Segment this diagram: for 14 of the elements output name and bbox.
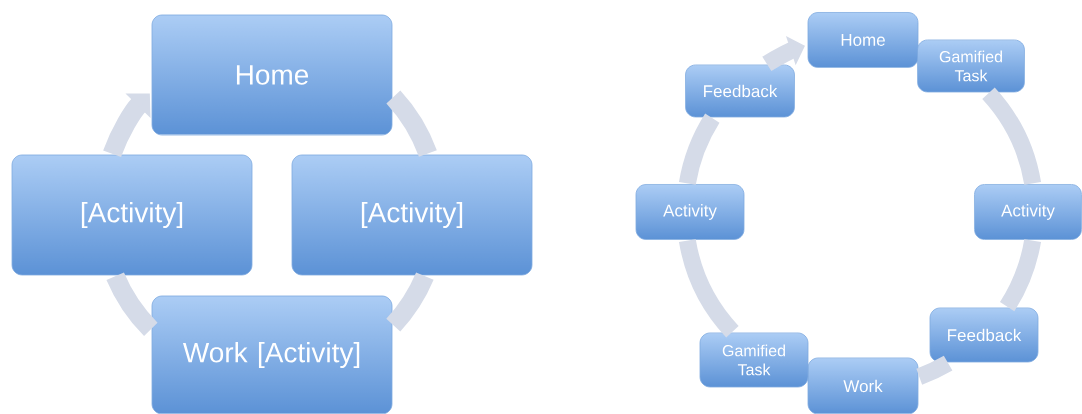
- process-box: Activity: [974, 184, 1082, 240]
- cycle-arrow: [762, 35, 805, 72]
- process-box: Activity: [635, 184, 745, 240]
- process-box: Home: [151, 14, 393, 136]
- process-box: Gamified Task: [917, 39, 1025, 93]
- process-box: Home: [807, 12, 919, 68]
- process-box: Work [Activity]: [151, 295, 393, 414]
- process-box: Feedback: [929, 307, 1039, 363]
- process-box: [Activity]: [291, 154, 533, 276]
- process-box: Feedback: [685, 64, 795, 118]
- process-box: Gamified Task: [699, 332, 809, 388]
- process-box: Work: [807, 357, 919, 414]
- cycle-arrow: [103, 93, 151, 158]
- process-box: [Activity]: [11, 154, 253, 276]
